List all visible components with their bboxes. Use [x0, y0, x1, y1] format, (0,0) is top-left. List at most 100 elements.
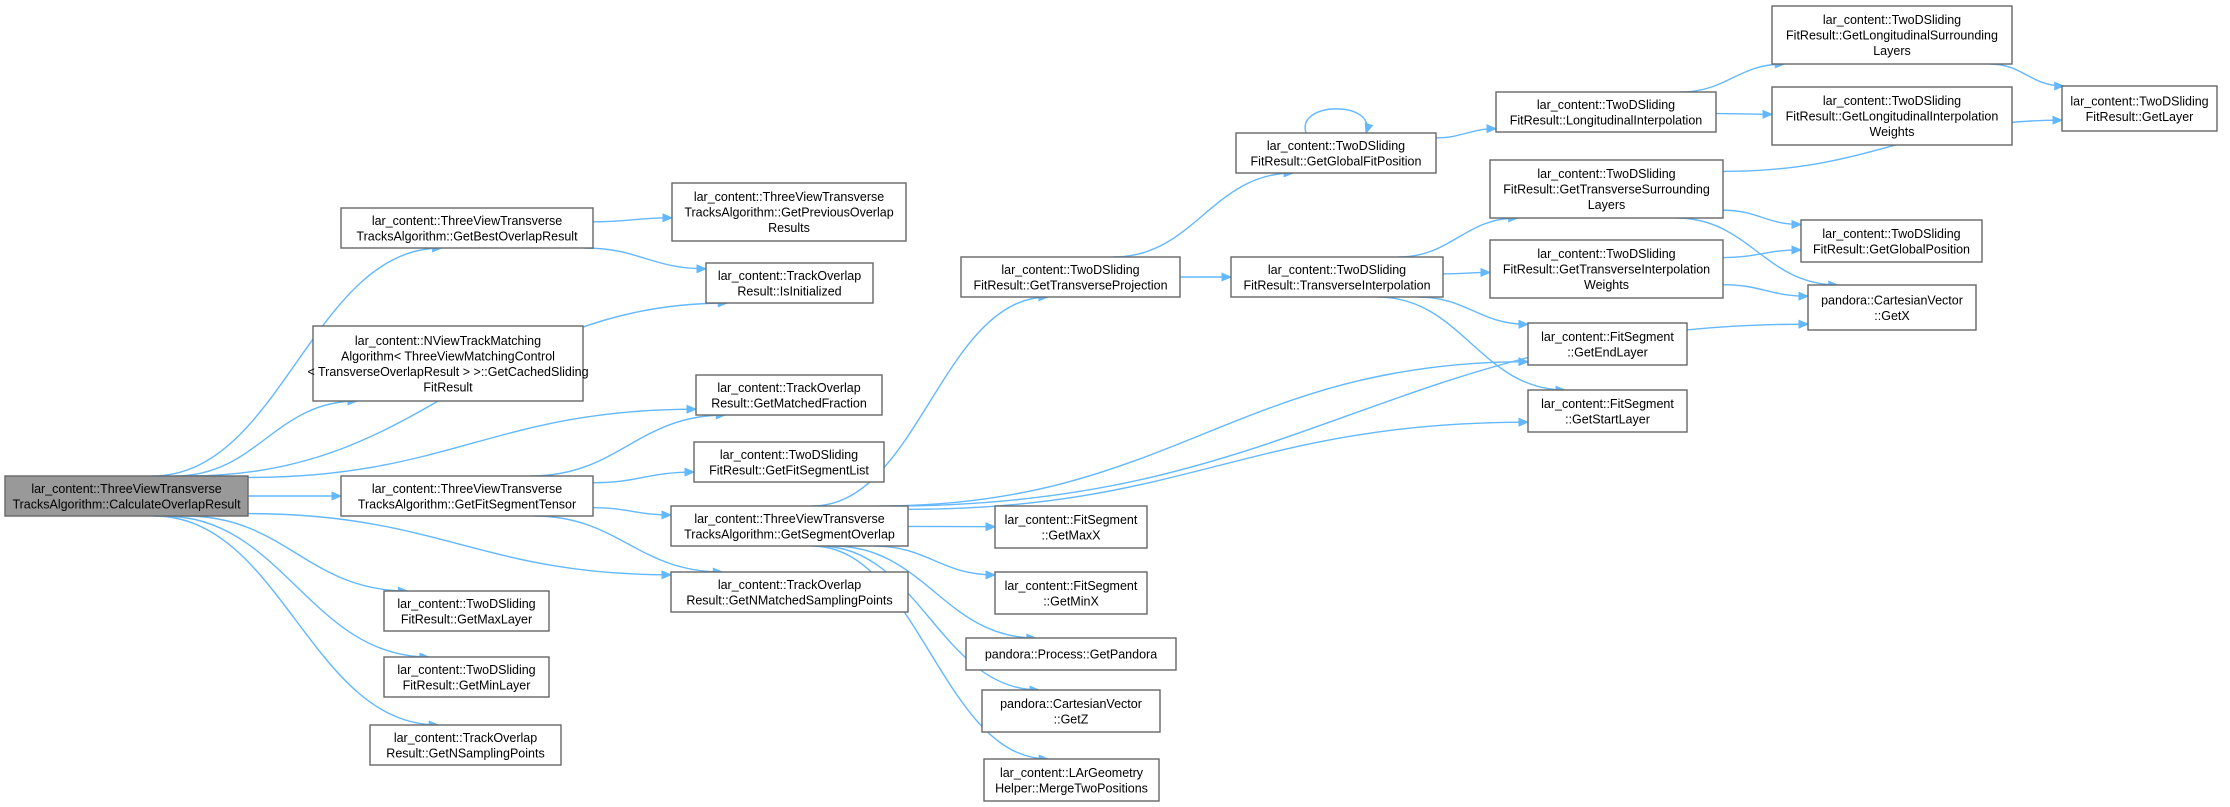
edge-arrowhead [985, 570, 997, 580]
node-box [1807, 284, 1977, 331]
edge-arrowhead [1518, 319, 1530, 329]
node-label-line: Weights [1870, 125, 1915, 139]
edge-root-to-getFitSegmentTensor [248, 491, 343, 501]
node-getZ[interactable]: pandora::CartesianVector::GetZ [981, 689, 1161, 733]
node-getGlobalFitPosition[interactable]: lar_content::TwoDSlidingFitResult::GetGl… [1235, 132, 1437, 174]
node-getFitSegmentList[interactable]: lar_content::TwoDSlidingFitResult::GetFi… [693, 441, 885, 483]
node-box [983, 758, 1160, 802]
node-getMinX[interactable]: lar_content::FitSegment::GetMinX [994, 571, 1148, 615]
node-getMaxLayer[interactable]: lar_content::TwoDSlidingFitResult::GetMa… [383, 590, 550, 632]
node-label-line: FitResult::GetLayer [2086, 110, 2194, 124]
node-getMaxX[interactable]: lar_content::FitSegment::GetMaxX [994, 505, 1148, 549]
node-getFitSegmentTensor[interactable]: lar_content::ThreeViewTransverseTracksAl… [340, 475, 594, 517]
edge-getTransInterpWeights-to-getGlobalPosition [1722, 245, 1803, 259]
edge-root-to-getMatchedFraction [247, 404, 698, 479]
node-getGlobalPosition[interactable]: lar_content::TwoDSlidingFitResult::GetGl… [1800, 219, 1983, 263]
node-label-line: lar_content::TwoDSliding [1822, 227, 1960, 241]
node-getCachedSliding[interactable]: lar_content::NViewTrackMatchingAlgorithm… [307, 325, 589, 402]
edge-line [1722, 209, 1802, 226]
node-box [340, 475, 594, 517]
node-getLayer[interactable]: lar_content::TwoDSlidingFitResult::GetLa… [2061, 85, 2218, 132]
node-label-line: Result::GetMatchedFraction [711, 396, 867, 410]
edge-transverseInterpolation-to-getEndLayer [1417, 296, 1530, 329]
node-label-line: lar_content::TwoDSliding [720, 448, 858, 462]
node-label-line: FitResult::GetTransverseInterpolation [1503, 263, 1710, 277]
edge-line [151, 247, 442, 477]
edge-line [1398, 217, 1518, 258]
node-label-line: lar_content::TrackOverlap [394, 731, 537, 745]
node-getTransverseProjection[interactable]: lar_content::TwoDSlidingFitResult::GetTr… [960, 256, 1181, 298]
node-getLongInterpWeights[interactable]: lar_content::TwoDSlidingFitResult::GetLo… [1771, 86, 2013, 146]
node-label-line: FitResult::LongitudinalInterpolation [1510, 113, 1703, 127]
node-label-line: lar_content::ThreeViewTransverse [694, 190, 884, 204]
edge-getTransSurrounding-to-getGlobalPosition [1722, 209, 1803, 230]
node-getStartLayer[interactable]: lar_content::FitSegment::GetStartLayer [1527, 389, 1688, 433]
node-getMatchedFraction[interactable]: lar_content::TrackOverlapResult::GetMatc… [695, 374, 883, 416]
node-getBestOverlap[interactable]: lar_content::ThreeViewTransverseTracksAl… [340, 207, 594, 249]
node-label-line: lar_content::TwoDSliding [1823, 94, 1961, 108]
edge-line [530, 414, 726, 477]
edge-arrowhead [1364, 122, 1374, 135]
node-box [693, 441, 885, 483]
node-label-line: pandora::Process::GetPandora [985, 648, 1157, 662]
edge-line [879, 360, 1529, 507]
node-getMinLayer[interactable]: lar_content::TwoDSlidingFitResult::GetMi… [383, 656, 550, 698]
nodes-layer: lar_content::ThreeViewTransverseTracksAl… [4, 5, 2218, 802]
node-label-line: ::GetMaxX [1041, 528, 1101, 542]
node-box [1495, 91, 1717, 133]
node-box [383, 590, 550, 632]
edge-getSegmentOverlap-to-getEndLayer [879, 357, 1530, 507]
node-label-line: lar_content::FitSegment [1541, 397, 1674, 411]
node-box [1527, 322, 1688, 366]
edge-getSegmentOverlap-to-getMaxX [907, 522, 997, 532]
edge-getFitSegmentTensor-to-getSegmentOverlap [592, 507, 673, 520]
node-getTransInterpWeights[interactable]: lar_content::TwoDSlidingFitResult::GetTr… [1489, 239, 1724, 299]
node-label-line: Result::GetNSamplingPoints [386, 746, 544, 760]
node-box [994, 505, 1148, 549]
node-label-line: lar_content::TrackOverlap [717, 381, 860, 395]
node-label-line: TracksAlgorithm::GetSegmentOverlap [684, 527, 895, 541]
node-box [1527, 389, 1688, 433]
node-box [1235, 132, 1437, 174]
node-label-line: lar_content::ThreeViewTransverse [694, 512, 884, 526]
node-box [1771, 5, 2013, 65]
edge-root-to-getCachedSliding [175, 396, 359, 477]
node-getNSampling[interactable]: lar_content::TrackOverlapResult::GetNSam… [369, 724, 562, 766]
node-label-line: lar_content::TwoDSliding [1537, 98, 1675, 112]
node-longitudinalInterpolation[interactable]: lar_content::TwoDSlidingFitResult::Longi… [1495, 91, 1717, 133]
node-label-line: Layers [1588, 198, 1626, 212]
node-getEndLayer[interactable]: lar_content::FitSegment::GetEndLayer [1527, 322, 1688, 366]
node-mergeTwoPositions[interactable]: lar_content::LArGeometryHelper::MergeTwo… [983, 758, 1160, 802]
node-label-line: FitResult::GetLongitudinalSurrounding [1786, 29, 1998, 43]
node-getTransSurrounding[interactable]: lar_content::TwoDSlidingFitResult::GetTr… [1489, 159, 1724, 219]
node-getX[interactable]: pandora::CartesianVector::GetX [1807, 284, 1977, 331]
node-label-line: FitResult::GetGlobalFitPosition [1251, 154, 1422, 168]
edge-arrowhead [985, 522, 997, 532]
node-getSegmentOverlap[interactable]: lar_content::ThreeViewTransverseTracksAl… [670, 505, 909, 547]
edge-arrowhead [1791, 245, 1803, 255]
node-label-line: ::GetZ [1054, 712, 1089, 726]
node-getPandora[interactable]: pandora::Process::GetPandora [965, 637, 1177, 671]
edge-getTransverseProjection-to-transverseInterpolation [1180, 272, 1233, 282]
edge-arrowhead [2052, 115, 2064, 125]
node-transverseInterpolation[interactable]: lar_content::TwoDSlidingFitResult::Trans… [1230, 256, 1444, 298]
edge-line [1417, 296, 1529, 326]
node-box [383, 656, 550, 698]
node-root[interactable]: lar_content::ThreeViewTransverseTracksAl… [4, 475, 249, 517]
edge-line [833, 545, 1036, 639]
node-box [670, 505, 909, 547]
node-getNMatched[interactable]: lar_content::TrackOverlapResult::GetNMat… [670, 571, 909, 613]
edge-line [1722, 249, 1802, 259]
node-getPrevOverlap[interactable]: lar_content::ThreeViewTransverseTracksAl… [671, 182, 907, 242]
node-label-line: Weights [1584, 278, 1629, 292]
node-label-line: < TransverseOverlapResult > >::GetCached… [307, 365, 588, 379]
node-label-line: lar_content::LArGeometry [1000, 766, 1144, 780]
node-getLongSurrounding[interactable]: lar_content::TwoDSlidingFitResult::GetLo… [1771, 5, 2013, 65]
edge-arrowhead [1798, 291, 1810, 301]
edge-getSegmentOverlap-to-getMinX [873, 545, 997, 580]
node-isInitialized[interactable]: lar_content::TrackOverlapResult::IsIniti… [705, 262, 874, 304]
edge-arrowhead [1486, 124, 1498, 134]
edge-line [534, 515, 723, 573]
node-label-line: lar_content::TrackOverlap [718, 578, 861, 592]
node-box [994, 571, 1148, 615]
